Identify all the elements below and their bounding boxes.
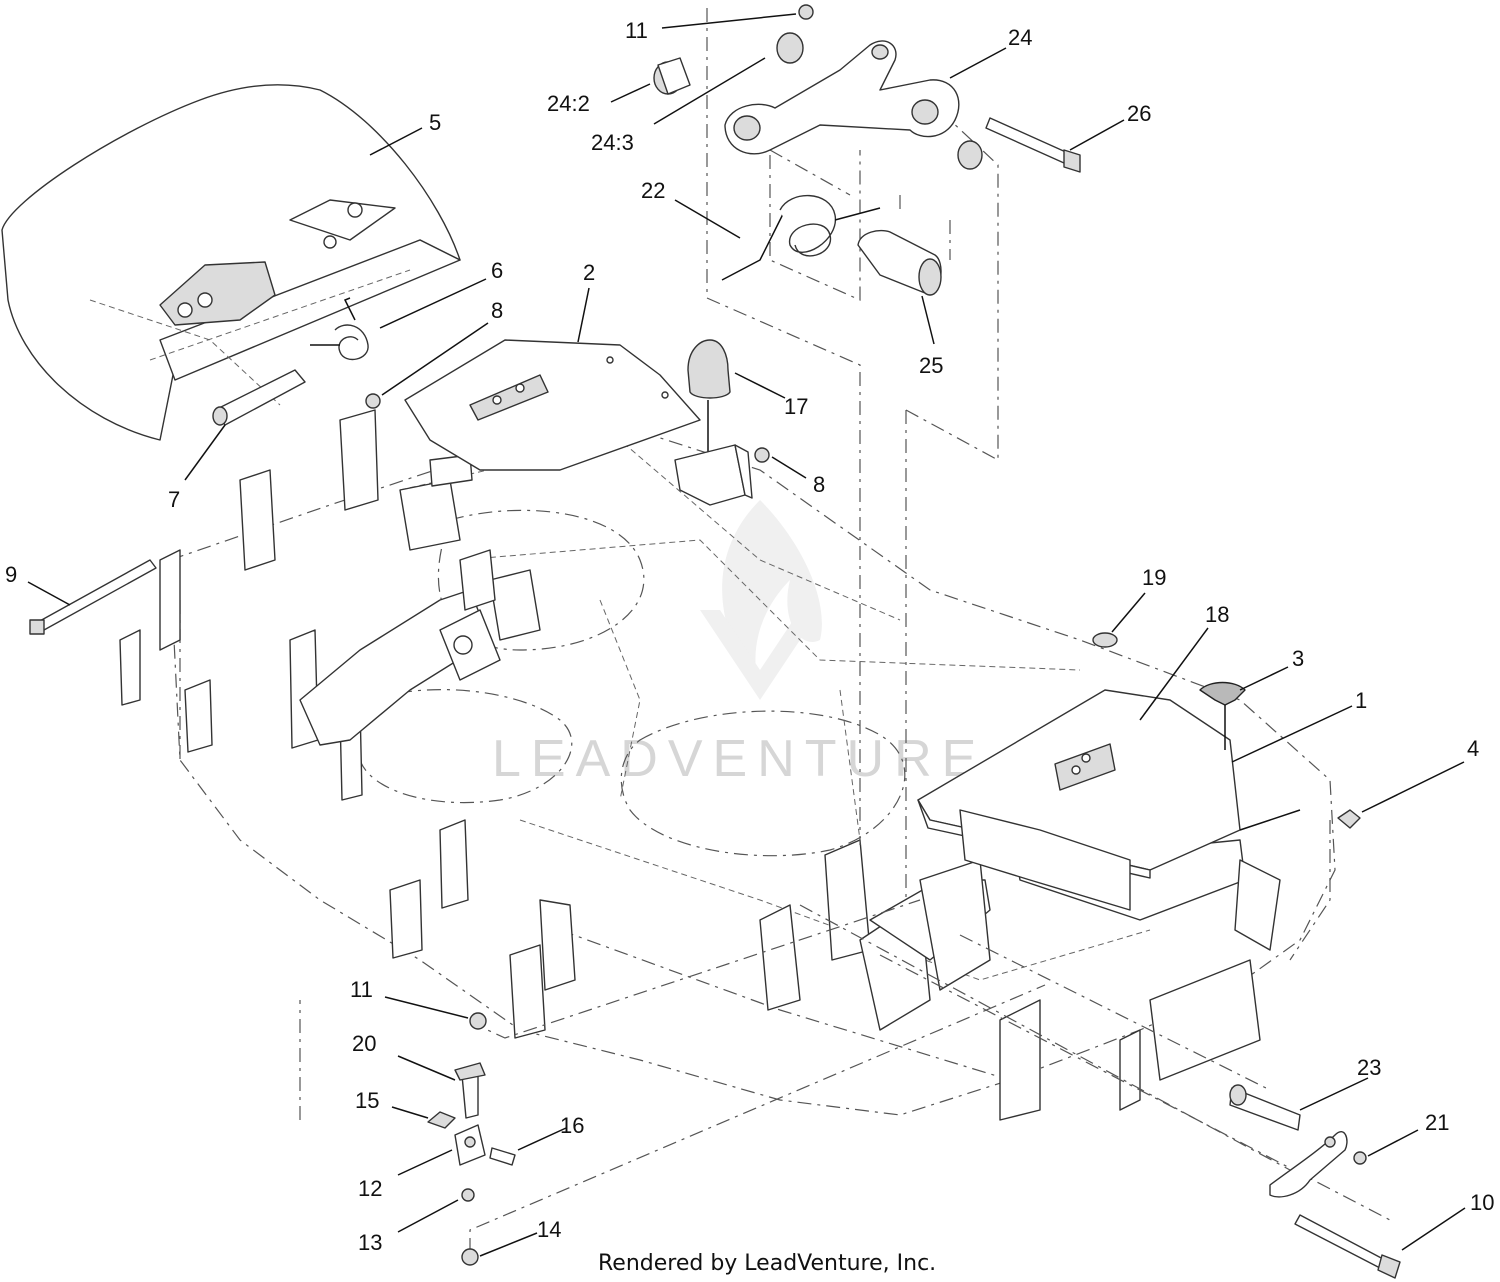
part-24-2-bushing bbox=[653, 57, 691, 95]
callout-5: 5 bbox=[429, 110, 441, 135]
callout-leaders bbox=[27, 13, 1466, 1257]
part-4-clip bbox=[1337, 809, 1361, 829]
callout-18: 18 bbox=[1205, 602, 1229, 627]
part-11-nut-bottom bbox=[469, 1012, 487, 1030]
callout-12: 12 bbox=[358, 1176, 382, 1201]
callout-14: 14 bbox=[537, 1217, 561, 1242]
callout-6: 6 bbox=[491, 258, 503, 283]
part-20-pin bbox=[454, 1062, 486, 1119]
part-3-knob bbox=[1199, 681, 1246, 750]
part-24-3-bushing bbox=[776, 32, 804, 64]
callout-24-3: 24:3 bbox=[591, 130, 634, 155]
part-5-discharge-deflector bbox=[1, 84, 461, 441]
part-24-lift-arm bbox=[724, 40, 960, 155]
callout-1: 1 bbox=[1355, 688, 1367, 713]
part-26-bolt bbox=[985, 117, 1081, 173]
callout-22: 22 bbox=[641, 178, 665, 203]
callout-8-lower: 8 bbox=[813, 472, 825, 497]
callout-11-top: 11 bbox=[625, 18, 648, 43]
callout-26: 26 bbox=[1127, 101, 1151, 126]
callout-8-upper: 8 bbox=[491, 298, 503, 323]
part-7-pivot-rod bbox=[212, 369, 306, 426]
callout-24: 24 bbox=[1008, 25, 1032, 50]
part-12-bracket bbox=[454, 1124, 486, 1166]
part-9-hinge-rod bbox=[29, 559, 157, 635]
callout-10: 10 bbox=[1470, 1190, 1494, 1215]
callout-11-bottom: 11 bbox=[350, 977, 373, 1002]
callout-labels: 11 24 24:2 24:3 26 5 22 6 2 8 25 17 8 7 … bbox=[5, 18, 1494, 1255]
part-21-clip bbox=[1353, 1151, 1367, 1165]
part-8-nut-left bbox=[365, 393, 381, 409]
upper-linkage-group bbox=[706, 8, 999, 900]
callout-9: 9 bbox=[5, 562, 17, 587]
mower-deck bbox=[119, 409, 1336, 1121]
part-22-torsion-spring bbox=[721, 194, 881, 281]
callout-4: 4 bbox=[1467, 736, 1479, 761]
part-13-washer bbox=[461, 1188, 475, 1202]
callout-25: 25 bbox=[919, 353, 943, 378]
part-10-bolt bbox=[1294, 1214, 1401, 1279]
bushing-right bbox=[957, 140, 983, 170]
callout-16: 16 bbox=[560, 1113, 584, 1138]
callout-17: 17 bbox=[784, 394, 808, 419]
callout-3: 3 bbox=[1292, 646, 1304, 671]
leadventure-watermark-logo bbox=[700, 500, 822, 700]
part-19-plug bbox=[1092, 632, 1118, 648]
part-1-cover-plate bbox=[917, 689, 1241, 911]
callout-20: 20 bbox=[352, 1031, 376, 1056]
part-17-bumper bbox=[687, 339, 731, 460]
part-11-nut-top bbox=[798, 4, 814, 20]
part-2-cover-plate bbox=[404, 339, 701, 471]
callout-19: 19 bbox=[1142, 565, 1166, 590]
part-16-pin bbox=[489, 1147, 516, 1166]
callout-13: 13 bbox=[358, 1230, 382, 1255]
part-8-nut-right bbox=[754, 447, 770, 463]
part-23-pivot-shaft bbox=[1229, 1084, 1348, 1198]
bumper-mount-bracket bbox=[674, 444, 753, 506]
callout-7: 7 bbox=[168, 487, 180, 512]
part-6-torsion-spring bbox=[310, 297, 369, 361]
part-14-nut bbox=[461, 1248, 479, 1266]
callout-23: 23 bbox=[1357, 1055, 1381, 1080]
render-credit: Rendered by LeadVenture, Inc. bbox=[598, 1251, 936, 1276]
callout-2: 2 bbox=[583, 260, 595, 285]
callout-24-2: 24:2 bbox=[547, 91, 590, 116]
callout-15: 15 bbox=[355, 1088, 379, 1113]
watermark-text: LEADVENTURE bbox=[492, 730, 986, 788]
callout-21: 21 bbox=[1425, 1110, 1449, 1135]
part-25-spacer bbox=[857, 229, 942, 296]
part-15-clip bbox=[427, 1111, 456, 1129]
